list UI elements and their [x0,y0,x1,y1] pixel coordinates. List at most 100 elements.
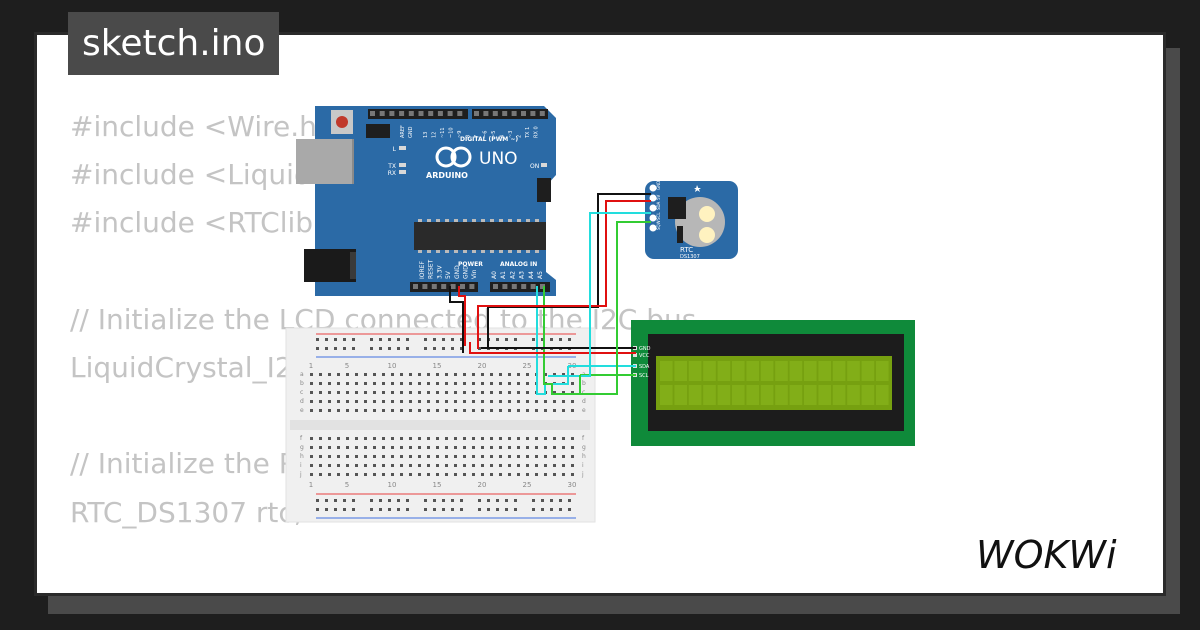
rtc-pin[interactable] [649,224,657,232]
lcd-cell [804,361,817,381]
adafruit-star-icon [694,185,701,192]
lcd-cell [847,385,860,405]
lcd-pin-label: SDA [639,364,650,370]
lcd-cell [861,361,875,381]
lcd-cell [818,385,831,405]
code-line[interactable]: void setup() { [70,585,696,593]
row-letter: g [582,444,586,451]
pin-label: 12 [432,132,438,138]
lcd-cell [660,385,673,405]
rtc-pin-label: SDA [656,201,661,210]
pin-label: 2 [517,135,523,138]
led-label: L [393,146,397,153]
pin-label: 7 [474,135,480,138]
rtc-pin-label: SQW [656,220,661,230]
pin-label: 8 [466,135,472,138]
rtc-pin[interactable] [649,204,657,212]
lcd-cell [732,361,745,381]
pin-label: TX 1 [525,127,531,139]
column-number: 20 [478,362,487,370]
row-letter: e [300,407,304,414]
lcd-pin-label: VCC [639,353,650,359]
lcd-cell [688,361,702,381]
rtc-pin[interactable] [649,194,657,202]
led-label: TX [387,163,396,170]
led-label: RX [388,170,396,177]
lcd-cell [876,361,889,381]
lcd-cell [746,361,759,381]
column-number: 15 [433,481,442,489]
pin-label: RX 0 [534,126,540,138]
pin-label: ~3 [508,131,514,138]
pin-label: IOREF [419,261,426,279]
lcd-cell [832,385,846,405]
row-letter: b [582,380,586,387]
rtc-pin-label: SCL [656,212,661,220]
pin-label: A0 [491,271,498,279]
column-number: 5 [345,362,349,370]
power-header-label: POWER [458,261,483,268]
row-letter: h [300,453,304,460]
uno-model-label: UNO [479,149,518,169]
lcd-cell [732,385,745,405]
column-number: 1 [309,481,313,489]
pin-label: ~5 [491,131,497,138]
arduino-brand-label: ARDUINO [426,171,468,180]
pin-label: GND [463,265,470,279]
column-number: 1 [309,362,313,370]
battery-contact-icon [699,206,715,222]
wire-gnd-arduino [449,286,464,353]
row-letter: c [582,389,585,396]
pin-label: A1 [500,271,507,279]
wire-scl-bb [543,372,581,395]
file-tab[interactable]: sketch.ino [68,12,280,75]
pin-label: ~9 [457,131,463,138]
row-letter: c [300,389,303,396]
column-number: 20 [478,481,487,489]
column-number: 30 [568,481,577,489]
on-led-label: ON [530,163,539,170]
pin-label: A2 [509,271,516,279]
lcd-cell [789,361,803,381]
row-letter: a [300,371,304,378]
row-letter: d [582,398,586,405]
rtc-pin[interactable] [649,214,657,222]
lcd-cell [861,385,875,405]
row-letter: b [300,380,304,387]
row-letter: j [581,471,584,478]
lcd-cell [804,385,817,405]
lcd-cell [717,385,731,405]
lcd-cell [760,361,774,381]
column-number: 5 [345,481,349,489]
lcd-cell [789,385,803,405]
breadboard-holes [310,338,574,511]
pin-label: 13 [423,132,429,138]
row-letter: j [299,471,302,478]
pin-label: GND [408,126,414,138]
wire-scl-rtc [552,221,651,395]
pin-label: RESET [428,259,435,279]
analog-header-label: ANALOG IN [500,261,537,268]
lcd-cell [832,361,846,381]
lcd-pin[interactable] [633,353,637,357]
power-jack [304,249,356,282]
lcd-cell [818,361,831,381]
row-letter: i [300,462,302,469]
pin-label: 5V [445,270,452,279]
pin-label: Vin [471,269,478,279]
lcd-cell [775,385,788,405]
wire-vcc-arduino [458,286,466,346]
lcd-pin-label: GND [639,346,651,352]
pin-label: A3 [519,271,526,279]
lcd-cell [717,361,731,381]
rtc-pin[interactable] [649,184,657,192]
column-number: 25 [523,362,532,370]
arduino-uno[interactable]: UNO ARDUINO DIGITAL (PWM ~) POWER ANALOG… [296,106,556,296]
lcd-cell [674,385,687,405]
rtc-chip-label: DS1307 [680,254,700,260]
lcd-cell [847,361,860,381]
